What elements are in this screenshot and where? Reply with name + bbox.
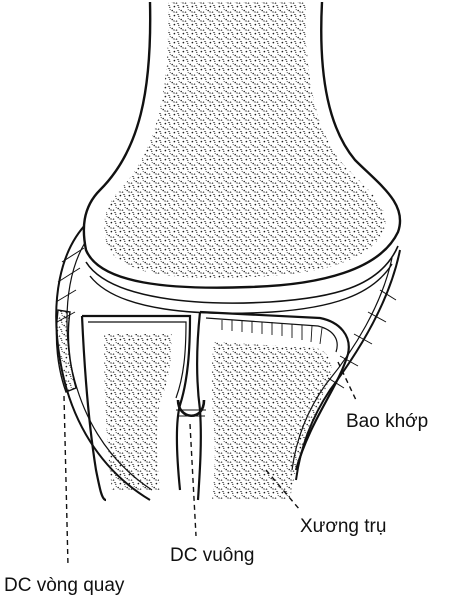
leader-line-quadrate-ligament bbox=[190, 424, 196, 536]
label-annular-ligament: DC vòng quay bbox=[4, 576, 124, 595]
label-quadrate-ligament: DC vuông bbox=[170, 546, 255, 565]
capsule-hatching-right bbox=[328, 290, 396, 388]
label-capsule: Bao khớp bbox=[346, 412, 428, 431]
radius-cancellous-bone bbox=[104, 334, 172, 490]
ulna-cartilage-hatching bbox=[222, 320, 322, 344]
annular-ligament-band bbox=[56, 310, 76, 392]
leader-line-annular-ligament bbox=[64, 396, 68, 566]
label-ulna: Xương trụ bbox=[300, 517, 386, 536]
